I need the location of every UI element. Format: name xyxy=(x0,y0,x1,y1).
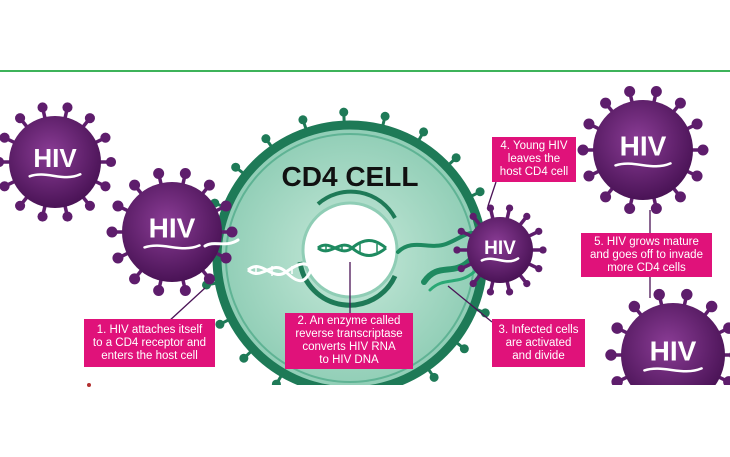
top-divider-line xyxy=(0,70,730,72)
hiv-label: HIV xyxy=(650,336,697,367)
hiv-virus-attaching: HIV xyxy=(106,168,238,296)
hiv-label: HIV xyxy=(484,238,516,259)
step-3-label: 3. Infected cells are activated and divi… xyxy=(492,319,585,367)
hiv-rna-strand xyxy=(247,262,314,283)
hiv-virus-mature-bottom: HIV xyxy=(605,288,730,385)
viral-rna-tail xyxy=(203,238,240,248)
cell-title: CD4 CELL xyxy=(282,161,419,192)
step-4-label: 4. Young HIV leaves the host CD4 cell xyxy=(492,137,576,182)
hiv-dna-helix xyxy=(317,239,387,257)
step-1-label: 1. HIV attaches itself to a CD4 receptor… xyxy=(84,319,215,367)
step-5-label: 5. HIV grows mature and goes off to inva… xyxy=(581,233,712,277)
hiv-label: HIV xyxy=(33,143,77,173)
hiv-virus-mature-top: HIV xyxy=(577,86,709,214)
connector-lines xyxy=(167,181,651,323)
hiv-virus-top-left: HIV xyxy=(0,102,117,222)
step-2-label: 2. An enzyme called reverse transcriptas… xyxy=(285,313,413,369)
hiv-virus-budding: HIV xyxy=(453,204,547,296)
hiv-label: HIV xyxy=(149,213,196,244)
hiv-label: HIV xyxy=(620,131,667,162)
